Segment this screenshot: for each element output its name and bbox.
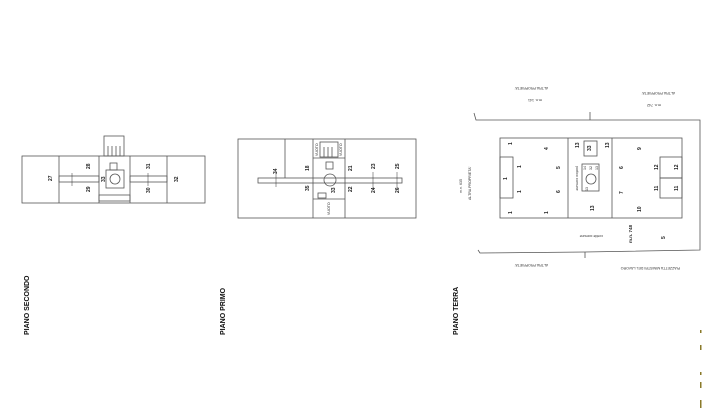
note-portico: portico comune — [575, 166, 579, 191]
label-34: 34 — [273, 168, 279, 174]
note-south-right: PIAZZETTA MINISTRI DEL LAVORO — [621, 266, 680, 270]
label: 6 — [619, 166, 625, 169]
stair-icon — [319, 141, 339, 158]
label: 32 — [589, 166, 593, 170]
label: 4 — [544, 147, 550, 150]
plan-first-floor: 34 18 21 23 25 35 33 22 24 26 VUOTO VUOT… — [220, 138, 417, 335]
label: 13 — [605, 142, 611, 148]
note-vuoto: VUOTO — [339, 143, 343, 156]
label: 5 — [556, 166, 562, 169]
label-33: 33 — [331, 187, 337, 193]
stair-icon — [103, 135, 125, 157]
plan-ground-floor: 1 4 13 33 13 9 1 1 5 6 12 12 1 6 7 11 11… — [453, 86, 701, 335]
label: 1 — [508, 211, 514, 214]
label-31: 31 — [146, 163, 152, 169]
label: 6 — [556, 190, 562, 193]
label-18: 18 — [305, 165, 311, 171]
lift-icon — [323, 173, 337, 187]
label: 12 — [674, 164, 680, 170]
label: 10 — [637, 206, 643, 212]
title-first-floor: PIANO PRIMO — [220, 287, 227, 335]
edge-marks — [700, 330, 702, 408]
label: 9 — [637, 147, 643, 150]
note-courtyard: cortile comune — [580, 234, 603, 238]
title-second-floor: PIANO SECONDO — [24, 275, 31, 335]
note-vuoto: VUOTO — [327, 202, 331, 215]
note-north-right: ALTRA PROPRIETA' — [641, 91, 675, 95]
label-27: 27 — [48, 175, 54, 181]
label: 13 — [575, 142, 581, 148]
label: 7 — [619, 191, 625, 194]
label-35: 35 — [305, 185, 311, 191]
label-28: 28 — [86, 163, 92, 169]
label: 1 — [544, 211, 550, 214]
label-29: 29 — [86, 186, 92, 192]
label-33: 33 — [101, 176, 107, 182]
plan-second-floor: 27 28 29 33 31 30 32 PIANO SECONDO — [21, 135, 206, 335]
label-23: 23 — [371, 163, 377, 169]
label: 11 — [654, 185, 660, 191]
note-west: ALTRA PROPRIETA' — [468, 166, 472, 200]
note-south-left: ALTRA PROPRIETA' — [514, 263, 548, 267]
label: 14 — [583, 166, 587, 170]
label: 11 — [674, 185, 680, 191]
note-parcel-748: m.n. 748 — [628, 224, 633, 243]
label: 5 — [661, 236, 667, 239]
note-vuoto: VUOTO — [315, 143, 319, 156]
label-21: 21 — [348, 165, 354, 171]
label: 1 — [517, 165, 523, 168]
ground-labels: 1 4 13 33 13 9 1 1 5 6 12 12 1 6 7 11 11… — [503, 142, 680, 239]
label: 1 — [503, 177, 509, 180]
label-30: 30 — [146, 187, 152, 193]
note-north-left: ALTRA PROPRIETA' — [514, 86, 548, 90]
label-32: 32 — [174, 176, 180, 182]
label-26: 26 — [395, 187, 401, 193]
label: 13 — [595, 166, 599, 170]
label: 13 — [590, 205, 596, 211]
note-parcel-635: m.n. 635 — [459, 179, 463, 193]
lift-icon — [109, 173, 121, 185]
title-ground-floor: PIANO TERRA — [453, 287, 460, 335]
label: 13 — [585, 187, 589, 191]
label-22: 22 — [348, 186, 354, 192]
note-parcel-742: m.n. 742 — [647, 103, 661, 107]
lift-icon — [585, 173, 597, 185]
label-24: 24 — [371, 187, 377, 193]
label-25: 25 — [395, 163, 401, 169]
label: 33 — [587, 145, 593, 151]
label: 1 — [517, 190, 523, 193]
label: 12 — [654, 164, 660, 170]
label: 1 — [508, 142, 514, 145]
note-parcel-141: m.n. 141 — [528, 98, 542, 102]
